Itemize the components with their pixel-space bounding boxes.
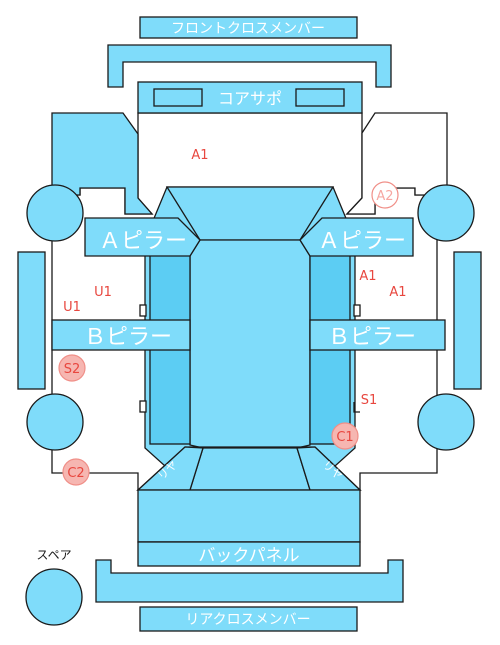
spare-label: スペア [36, 548, 71, 562]
wheel-front-left[interactable] [26, 184, 84, 242]
damage-mark: C2 [67, 466, 84, 481]
back-panel[interactable]: バックパネル [137, 489, 361, 567]
right-side-sill[interactable] [453, 251, 482, 390]
b-pillar-left[interactable]: Ｂピラー [51, 319, 191, 351]
rear-bracket[interactable] [95, 559, 404, 603]
left-front-door-marker [139, 304, 147, 317]
b-pillar-right-label: Ｂピラー [328, 325, 416, 350]
damage-marker [371, 181, 399, 209]
core-support[interactable]: コアサポ [137, 81, 363, 114]
damage-mark: A2 [376, 189, 393, 204]
rear-cross-member-label: リアクロスメンバー [185, 612, 310, 628]
damage-marker [62, 458, 90, 486]
b-pillar-right[interactable]: Ｂピラー [309, 319, 446, 351]
rear-cross-member[interactable]: リアクロスメンバー [139, 606, 358, 632]
damage-mark: A1 [389, 285, 406, 300]
damage-mark: U1 [63, 300, 81, 315]
left-side-sill[interactable] [17, 251, 46, 390]
a-pillar-left[interactable]: Ａピラー [84, 217, 201, 257]
damage-mark: A1 [359, 269, 376, 284]
a-pillar-right-label: Ａピラー [318, 229, 406, 254]
b-pillar-left-label: Ｂピラー [84, 325, 172, 350]
core-support-label: コアサポ [218, 89, 282, 108]
spare-wheel-icon [25, 568, 83, 626]
back-panel-label: バックパネル [198, 546, 299, 566]
wheel-rear-left[interactable] [26, 393, 84, 451]
damage-mark: S1 [361, 393, 378, 408]
spare-tire[interactable]: スペア [25, 548, 83, 626]
front-bracket[interactable] [107, 44, 392, 88]
right-rear-door-marker [353, 402, 360, 413]
front-cross-member-label: フロントクロスメンバー [171, 21, 325, 37]
damage-mark: A1 [191, 148, 208, 163]
a-pillar-right[interactable]: Ａピラー [299, 217, 414, 257]
damage-mark: U1 [94, 285, 112, 300]
a-pillar-left-label: Ａピラー [99, 229, 187, 254]
wheel-rear-right[interactable] [417, 393, 475, 451]
damage-marker [331, 422, 359, 450]
front-cross-member[interactable]: フロントクロスメンバー [139, 16, 358, 39]
damage-marker [58, 354, 86, 382]
wheel-front-right[interactable] [417, 184, 475, 242]
rear-floor[interactable]: リヤ リヤ [136, 446, 362, 491]
damage-mark: C1 [336, 430, 353, 445]
damage-mark: S2 [64, 362, 81, 377]
right-front-door-marker [353, 304, 361, 317]
left-rear-door-marker [139, 400, 147, 413]
